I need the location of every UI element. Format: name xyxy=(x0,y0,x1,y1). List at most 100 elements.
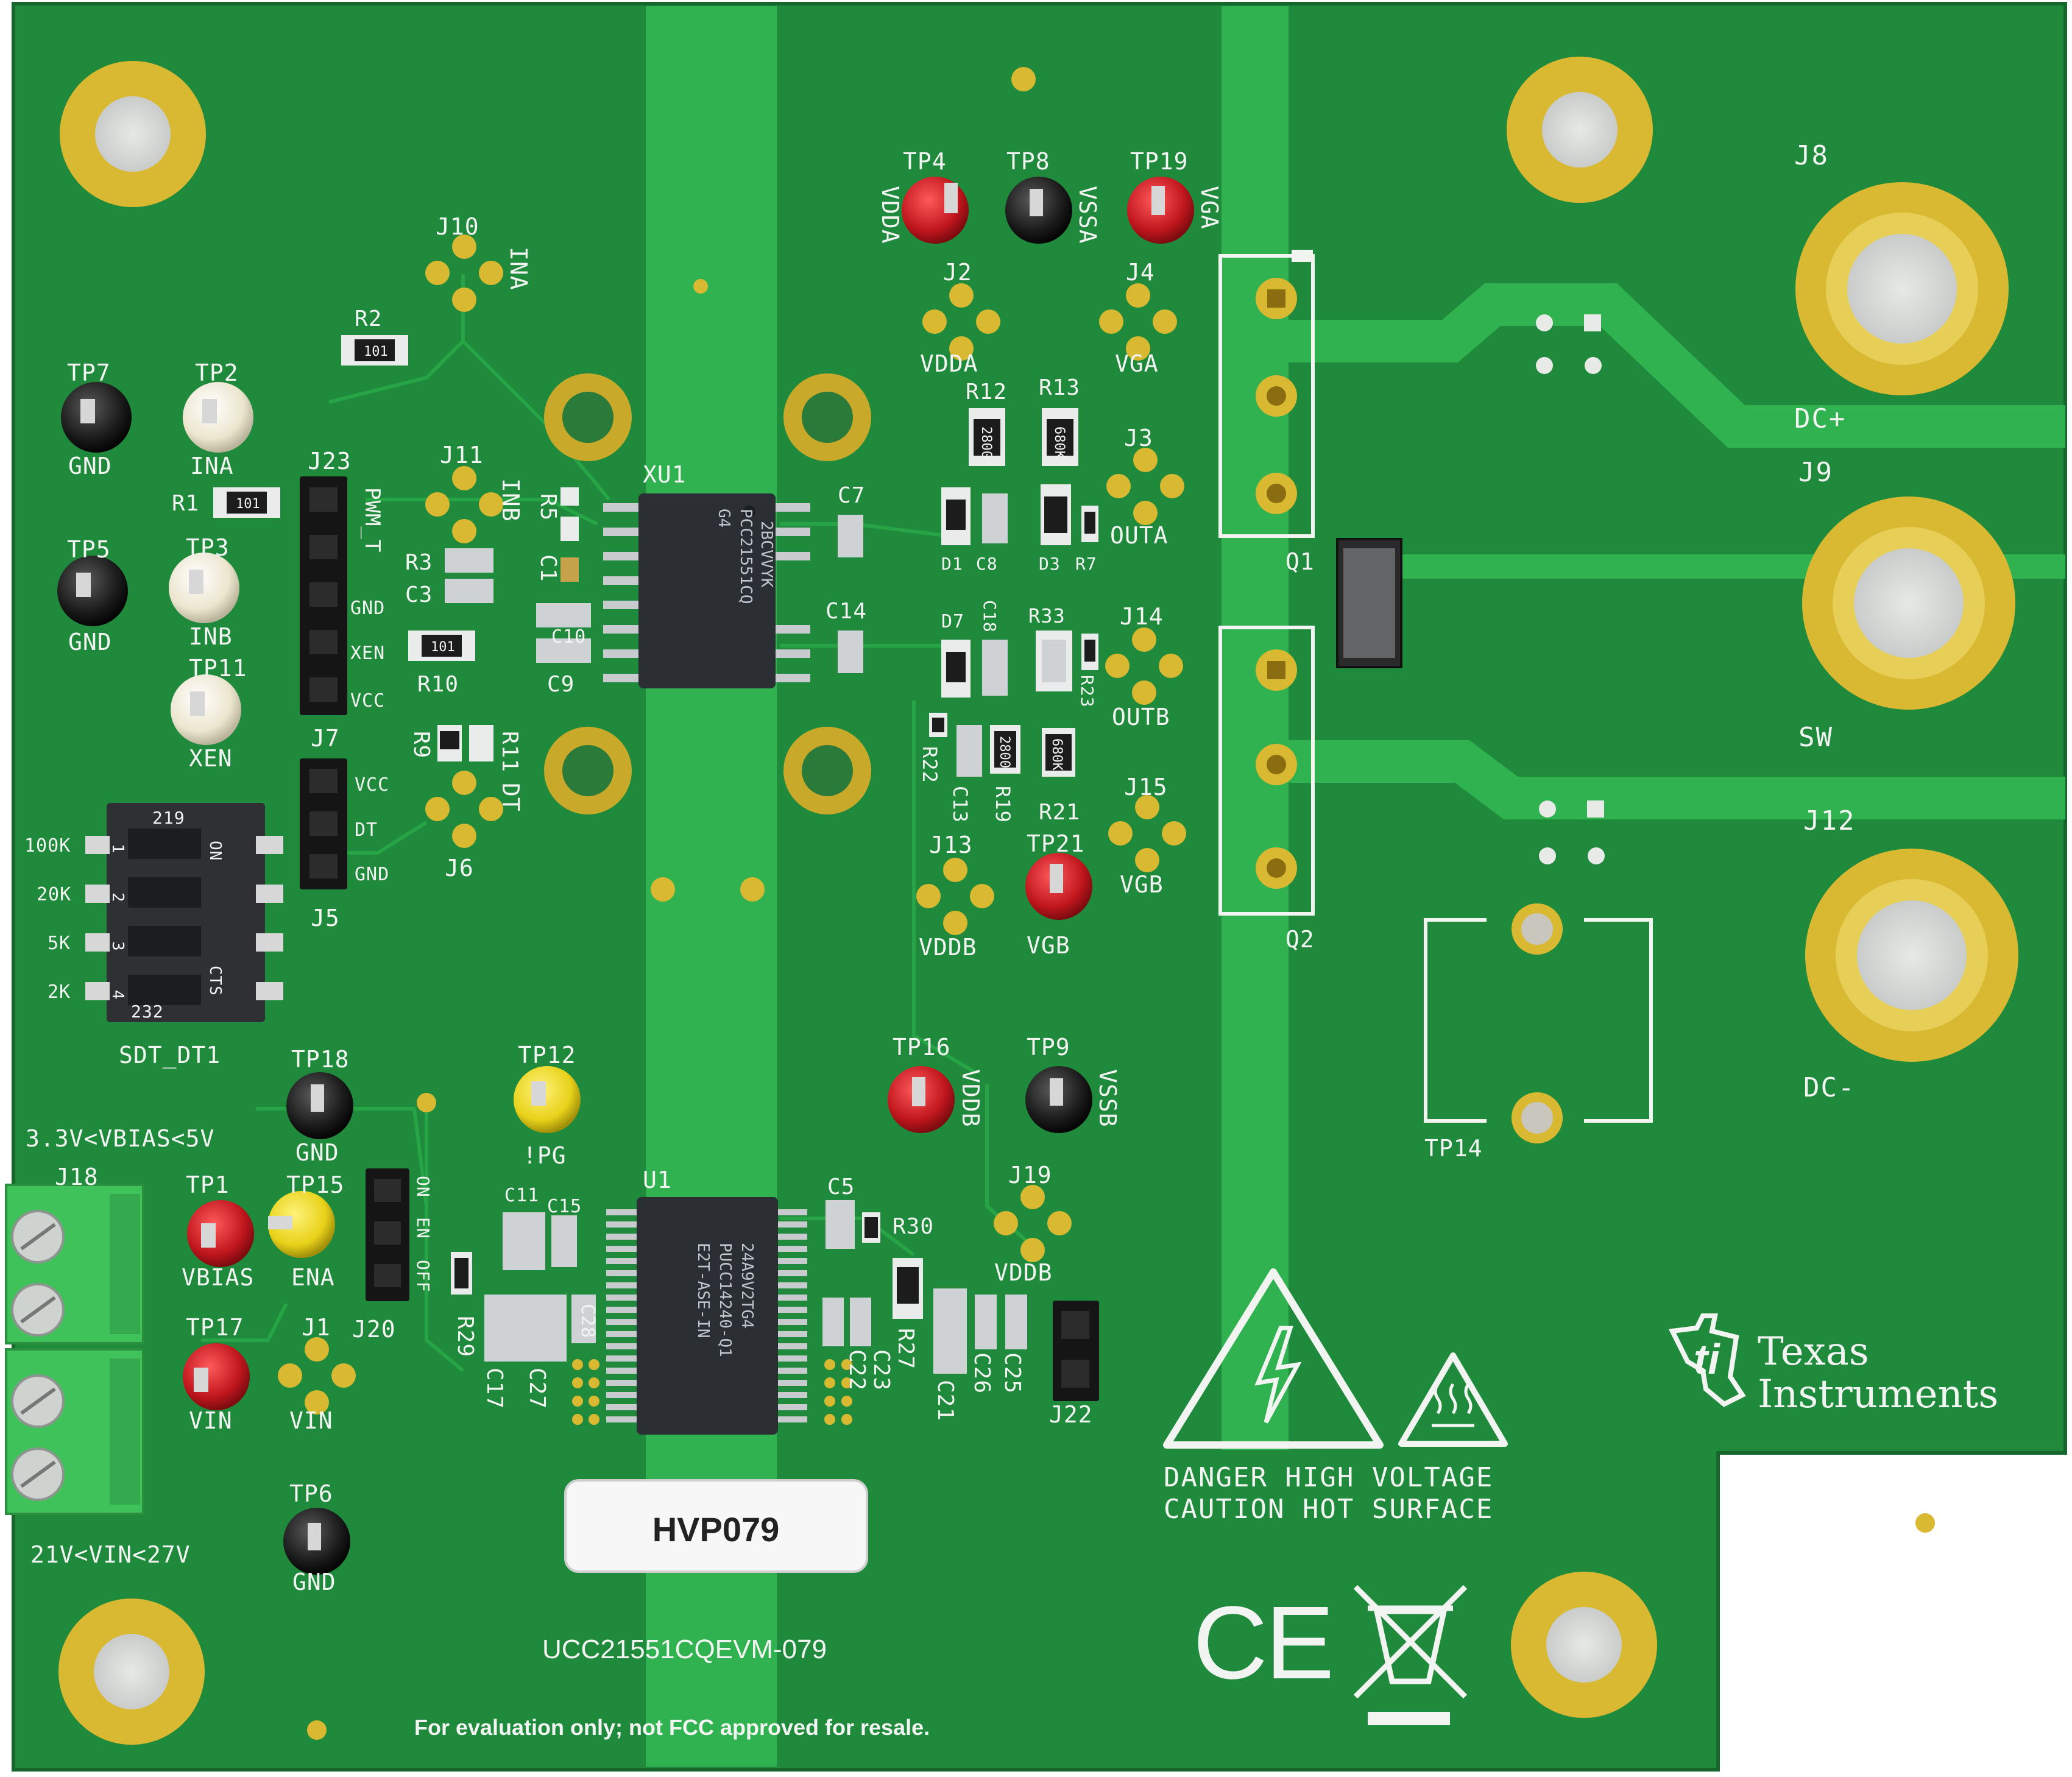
tp2-ref: TP2 xyxy=(195,359,239,386)
tp15-test-point[interactable] xyxy=(268,1191,335,1258)
j1-connector[interactable] xyxy=(278,1337,356,1415)
tp6-ref: TP6 xyxy=(289,1480,333,1507)
j6-connector[interactable] xyxy=(425,771,503,848)
tp11-net: XEN xyxy=(189,745,233,772)
j1-ref: J1 xyxy=(302,1314,331,1341)
j19-net: VDDB xyxy=(994,1259,1053,1286)
tp7-test-point[interactable] xyxy=(61,382,132,453)
warning-line-2: CAUTION HOT SURFACE xyxy=(1164,1494,1493,1525)
tp5-ref: TP5 xyxy=(67,536,111,563)
header-j20[interactable] xyxy=(366,1168,409,1301)
via-cluster xyxy=(1536,314,1605,864)
j19-connector[interactable] xyxy=(994,1185,1072,1262)
xu1-marking-2: PCC21551CQ xyxy=(737,509,755,604)
j3-net: OUTA xyxy=(1110,522,1169,549)
xu1-marking-3: G4 xyxy=(715,509,733,528)
tp1-test-point[interactable] xyxy=(187,1200,254,1267)
c1-ref: C1 xyxy=(536,554,560,582)
tp11-test-point[interactable] xyxy=(171,674,241,745)
tp17-ref: TP17 xyxy=(186,1314,244,1341)
tp6-test-point[interactable] xyxy=(283,1508,350,1575)
j20-ref: J20 xyxy=(352,1316,396,1343)
resistor-codes: 101 101 101 2800 680K 2800 680K xyxy=(236,344,1067,771)
c18-ref: C18 xyxy=(980,600,1000,633)
tp5-net: GND xyxy=(68,629,112,655)
tp11-ref: TP11 xyxy=(189,655,247,682)
j10-connector[interactable] xyxy=(425,235,503,312)
tp15-ref: TP15 xyxy=(286,1171,345,1198)
j8-net: DC+ xyxy=(1794,403,1846,434)
tp21-net: VGB xyxy=(1027,932,1070,959)
j7-pin-3: GND xyxy=(355,864,389,885)
c5-ref: C5 xyxy=(827,1175,855,1199)
tp16-ref: TP16 xyxy=(893,1034,951,1061)
j15-connector[interactable] xyxy=(1108,795,1186,872)
dip-ref: SDT_DT1 xyxy=(119,1042,221,1069)
j4-connector[interactable] xyxy=(1099,283,1177,361)
tp12-test-point[interactable] xyxy=(514,1066,581,1133)
c25-ref: C25 xyxy=(1000,1352,1025,1394)
r10-ref: R10 xyxy=(417,672,459,697)
dip-cts-label: CTS xyxy=(206,966,224,996)
j20-pin-1: ON xyxy=(413,1176,433,1198)
c27-ref: C27 xyxy=(525,1368,550,1409)
tp16-net: VDDB xyxy=(957,1069,984,1128)
r27-ref: R27 xyxy=(893,1328,918,1369)
c11-ref: C11 xyxy=(504,1185,539,1206)
r1-code: 101 xyxy=(236,496,260,512)
tp4-net: VDDA xyxy=(877,186,903,244)
power-module-u1 xyxy=(637,1197,778,1435)
tp3-test-point[interactable] xyxy=(169,553,239,623)
mosfet-q2 xyxy=(1218,626,1315,916)
j15-net: VGB xyxy=(1120,871,1164,898)
svg-text:ti: ti xyxy=(1694,1335,1720,1383)
tp12-ref: TP12 xyxy=(518,1042,576,1069)
j23-pin-2: GND xyxy=(350,598,385,619)
r12-code: 2800 xyxy=(978,426,994,459)
power-lug-j8[interactable] xyxy=(1795,182,2009,395)
terminal-block-vin[interactable] xyxy=(5,1348,144,1515)
tp4-ref: TP4 xyxy=(903,148,947,175)
d1-ref: D1 xyxy=(941,554,963,574)
j6-net: DT xyxy=(497,783,524,812)
j2-connector[interactable] xyxy=(922,283,1000,361)
j2-ref: J2 xyxy=(943,259,972,286)
r2-ref: R2 xyxy=(355,306,382,331)
tp4-test-point[interactable] xyxy=(902,177,969,244)
c7-ref: C7 xyxy=(838,483,865,508)
j11-connector[interactable] xyxy=(425,466,503,543)
tp17-test-point[interactable] xyxy=(183,1343,250,1410)
tp2-test-point[interactable] xyxy=(183,382,253,453)
j13-connector[interactable] xyxy=(916,858,994,935)
gate-driver-xu1-pins xyxy=(603,503,810,682)
tp8-test-point[interactable] xyxy=(1005,177,1072,244)
tp18-test-point[interactable] xyxy=(286,1072,353,1139)
j14-net: OUTB xyxy=(1112,704,1170,730)
tp21-test-point[interactable] xyxy=(1025,853,1092,920)
d3-ref: D3 xyxy=(1039,554,1061,574)
j3-connector[interactable] xyxy=(1106,448,1184,525)
high-voltage-warning-icon xyxy=(1163,1268,1384,1449)
header-j23[interactable] xyxy=(300,476,347,715)
j14-connector[interactable] xyxy=(1105,627,1183,705)
tp9-test-point[interactable] xyxy=(1025,1066,1092,1133)
tp16-test-point[interactable] xyxy=(888,1066,955,1133)
power-lug-j12[interactable] xyxy=(1805,849,2018,1062)
j13-ref: J13 xyxy=(929,832,973,858)
dip-num-3: 3 xyxy=(108,941,127,952)
j19-ref: J19 xyxy=(1008,1162,1052,1189)
tp5-test-point[interactable] xyxy=(57,556,128,626)
dip-switch-sdt-dt1[interactable] xyxy=(85,803,283,1022)
c21-ref: C21 xyxy=(933,1380,958,1421)
tp19-test-point[interactable] xyxy=(1127,177,1194,244)
header-j7-j5[interactable] xyxy=(300,758,347,889)
weee-bin-icon xyxy=(1353,1584,1468,1725)
c3-ref: C3 xyxy=(405,582,433,607)
power-lug-j9[interactable] xyxy=(1802,496,2015,710)
terminal-block-j18[interactable] xyxy=(5,1184,144,1344)
c26-ref: C26 xyxy=(969,1352,994,1394)
tp19-ref: TP19 xyxy=(1130,148,1189,175)
header-j22[interactable] xyxy=(1053,1301,1099,1401)
j8-ref: J8 xyxy=(1794,140,1829,171)
